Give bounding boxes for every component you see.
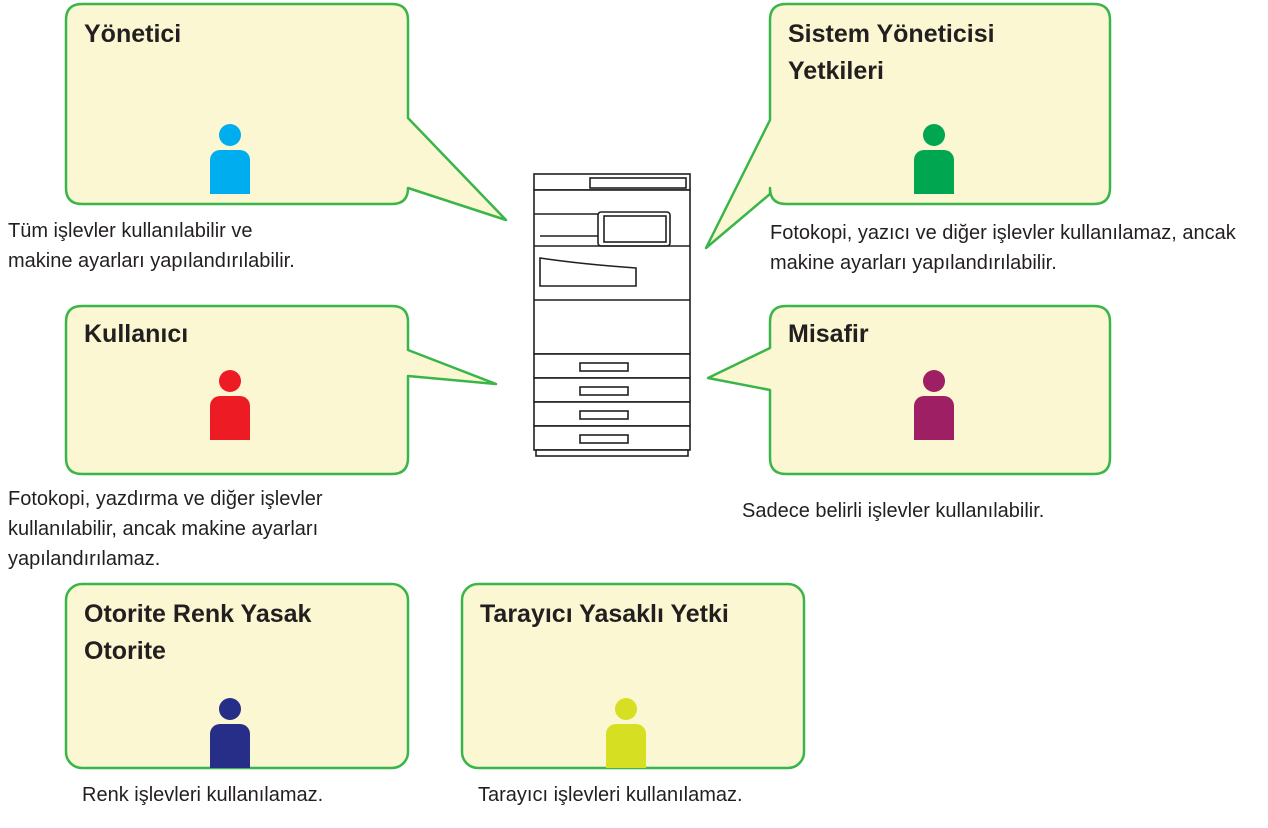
- role-description: Fotokopi, yazdırma ve diğer işlevler kul…: [8, 488, 323, 570]
- role-title: Otorite Renk Yasak Otorite: [84, 600, 312, 665]
- role-description: Fotokopi, yazıcı ve diğer işlevler kulla…: [770, 222, 1236, 274]
- role-title: Tarayıcı Yasaklı Yetki: [480, 600, 729, 628]
- role-title: Yönetici: [84, 20, 182, 48]
- person-icon: [210, 698, 250, 768]
- bubble-kullanici: [64, 304, 498, 476]
- bubble-misafir: [706, 304, 1112, 476]
- person-icon: [210, 124, 250, 194]
- person-icon: [914, 370, 954, 440]
- person-icon: [914, 124, 954, 194]
- role-title: Sistem Yöneticisi Yetkileri: [788, 20, 995, 85]
- role-description: Tarayıcı işlevleri kullanılamaz.: [478, 784, 743, 806]
- bubble-sistem-yoneticisi: [704, 2, 1112, 250]
- role-title: Kullanıcı: [84, 320, 189, 348]
- role-title: Misafir: [788, 320, 869, 348]
- role-description: Renk işlevleri kullanılamaz.: [82, 784, 324, 806]
- role-description: Sadece belirli işlevler kullanılabilir.: [742, 500, 1045, 522]
- printer-icon: [533, 173, 691, 457]
- person-icon: [606, 698, 646, 768]
- bubble-otorite-renk: [64, 582, 410, 770]
- person-icon: [210, 370, 250, 440]
- bubble-yonetici: [64, 2, 508, 222]
- bubble-tarayici: [460, 582, 806, 770]
- role-description: Tüm işlevler kullanılabilir ve makine ay…: [8, 220, 295, 272]
